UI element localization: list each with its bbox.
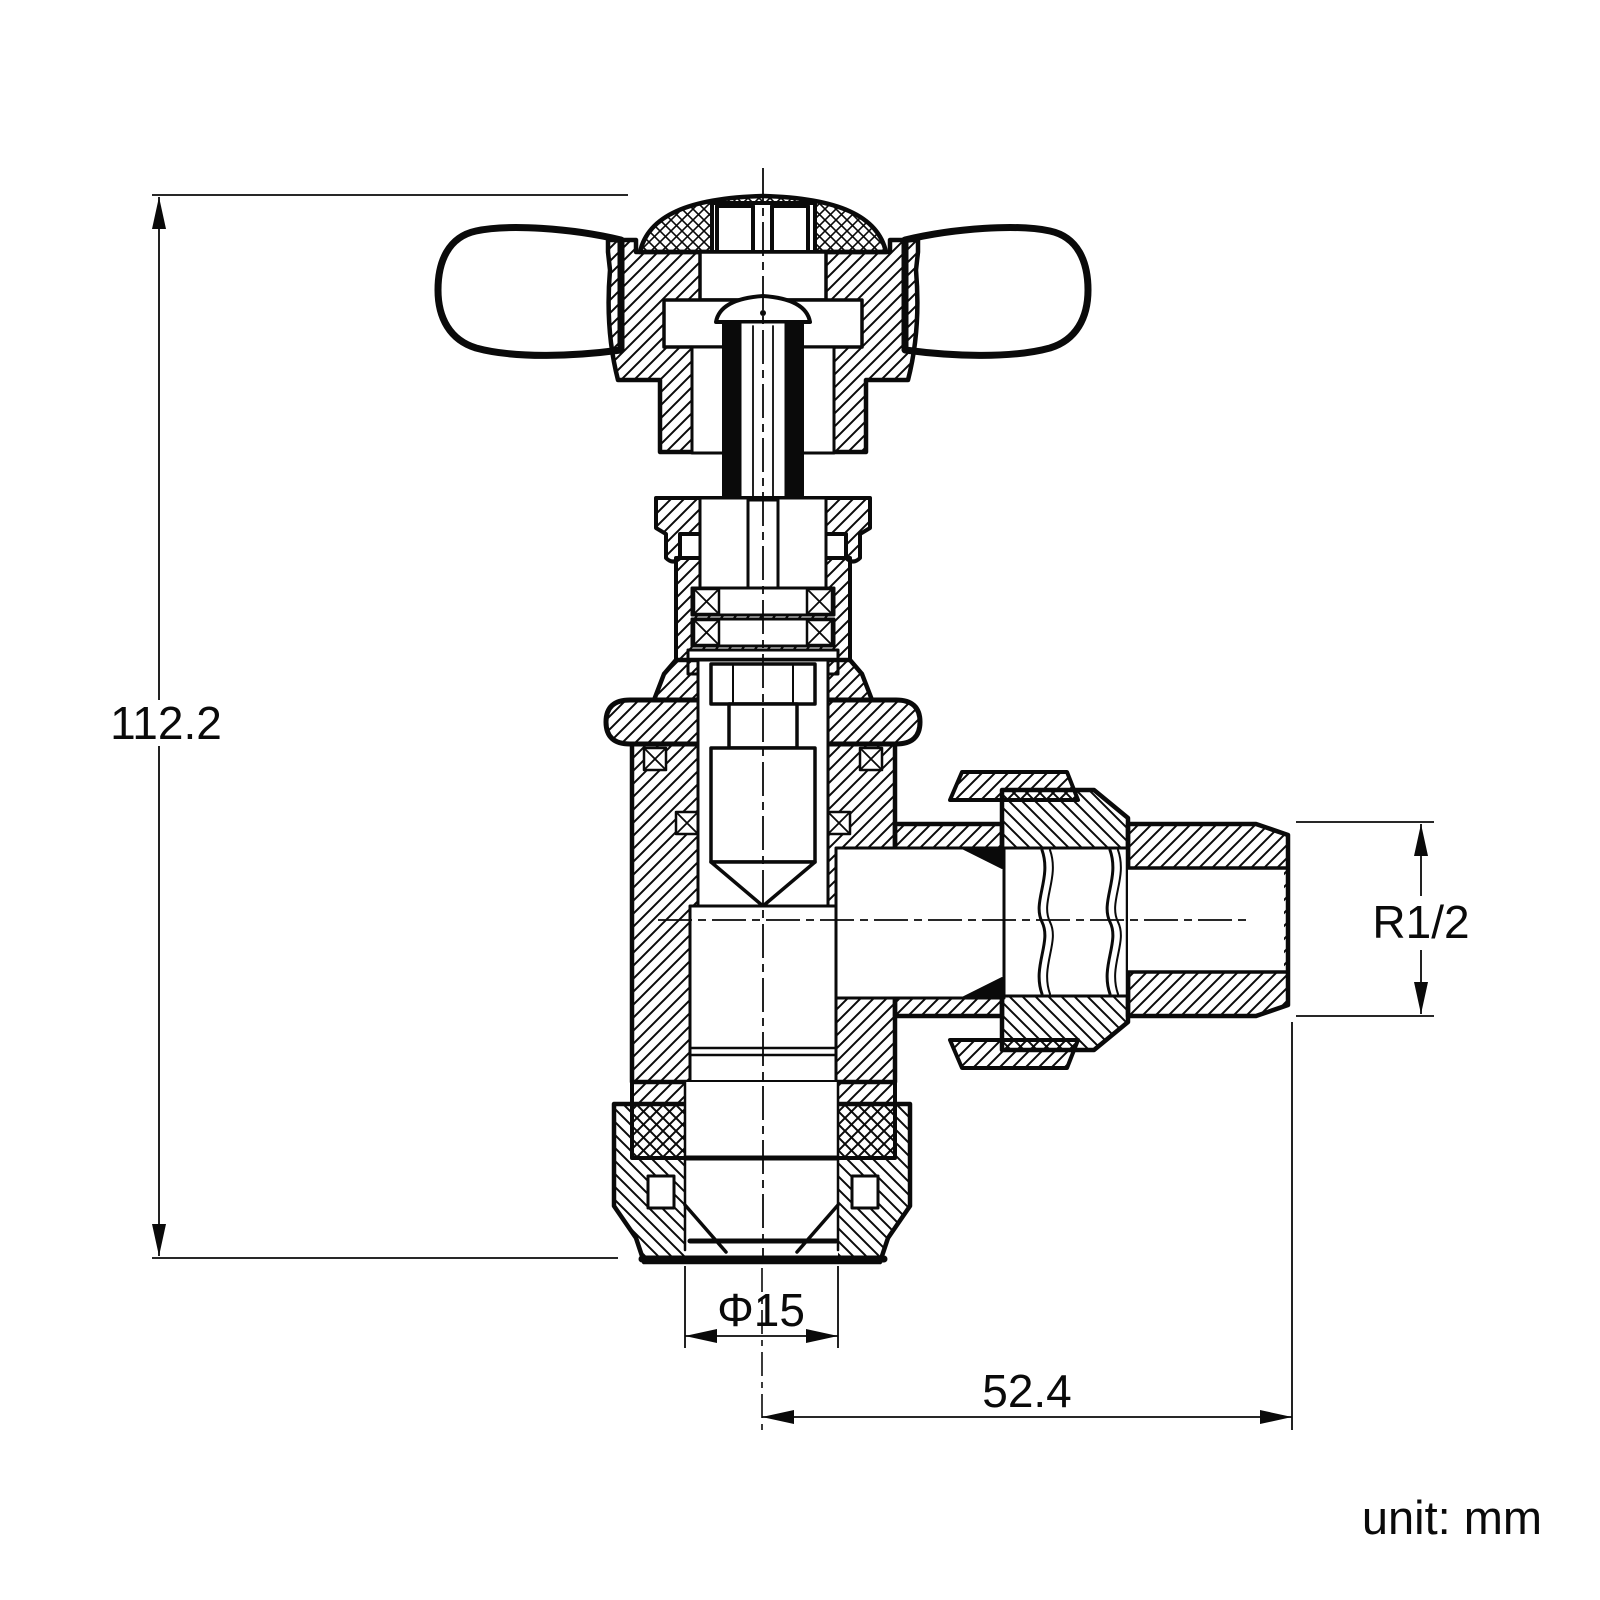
arrow-right-icon [806,1329,838,1343]
outlet-thread-label: R1/2 [1372,896,1469,948]
nut-thread-right-2 [1114,849,1122,995]
outlet-chamber [834,846,1006,1000]
inlet-chamfer-right [795,1203,840,1254]
arrow-left-icon [685,1329,717,1343]
dimension-centre-to-end: 52.4 [762,1022,1293,1430]
handle-grip-left [434,224,625,359]
nut-thread-right [1105,848,1115,996]
screw-head-dot [760,310,766,316]
height-dimension-label: 112.2 [110,697,222,749]
cap-slot-left [715,204,755,254]
valve-assembly [434,193,1291,1265]
packing-bar-left [722,322,740,508]
handle-grip-right [901,224,1092,359]
outlet-seal-bottom [961,977,1003,999]
inlet-relief-left [646,1174,676,1210]
body-seal-rings [642,746,884,836]
cap-slot-right [770,204,810,254]
centerlines [658,168,1246,1430]
arrow-down-icon [152,1224,166,1256]
dimension-height: 112.2 [110,194,628,1259]
centre-to-end-label: 52.4 [982,1365,1072,1417]
arrow-up-icon [1414,824,1428,856]
arrow-up-icon [152,197,166,229]
inlet-bore [685,1082,838,1258]
nut-thread-left [1037,848,1047,996]
inlet-diameter-label: Φ15 [717,1284,805,1336]
dimension-inlet-diameter: Φ15 [684,1266,839,1348]
arrow-left-icon [762,1410,794,1424]
inlet-chamfer-left [683,1203,728,1254]
inlet-relief-right [850,1174,880,1210]
nut-thread-left-2 [1046,849,1054,995]
unit-note: unit: mm [1362,1491,1542,1544]
arrow-down-icon [1414,982,1428,1014]
packing-bar-right [786,322,804,508]
dimension-outlet-thread: R1/2 [1296,821,1470,1017]
arrow-right-icon [1260,1410,1292,1424]
outlet-seal-top [961,847,1003,869]
